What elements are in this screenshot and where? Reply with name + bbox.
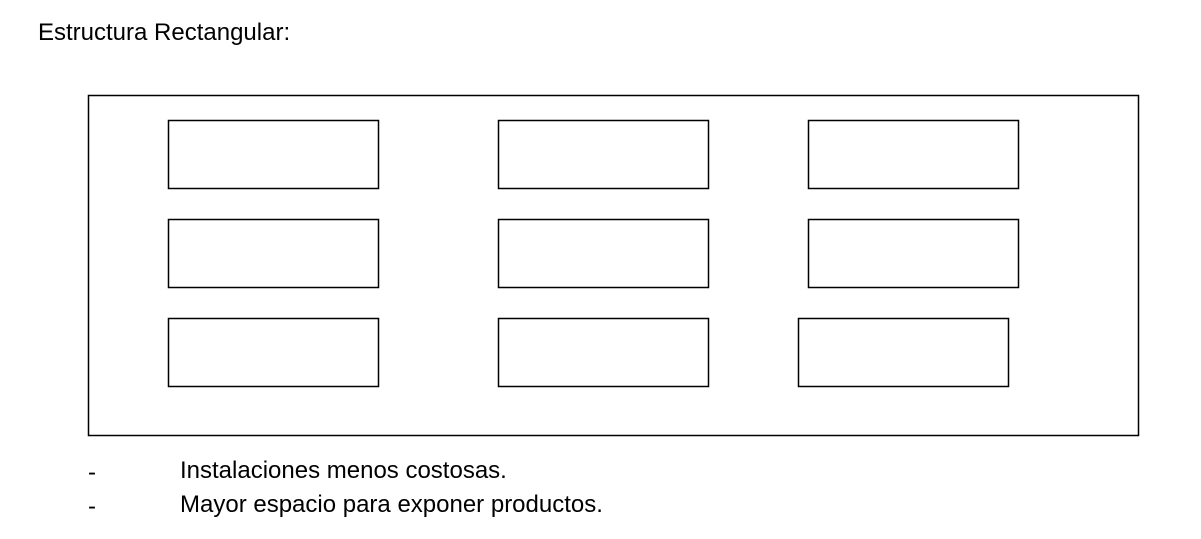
shelf-rectangle: [807, 119, 1020, 190]
bullet-text: Instalaciones menos costosas.: [180, 457, 507, 484]
shelf-rectangle: [797, 317, 1010, 388]
shelf-rectangle: [167, 317, 380, 388]
shelf-rectangle: [497, 218, 710, 289]
bullet-marker: -: [88, 459, 96, 486]
store-outline: [87, 94, 1140, 437]
bullet-text: Mayor espacio para exponer productos.: [180, 491, 603, 518]
shelf-rectangle: [497, 119, 710, 190]
bullet-item: - Mayor espacio para exponer productos.: [0, 490, 900, 520]
shelf-rectangle: [807, 218, 1020, 289]
diagram-title: Estructura Rectangular:: [38, 19, 291, 46]
bullet-marker: -: [88, 493, 96, 520]
shelf-rectangle: [167, 119, 380, 190]
shelf-rectangle: [167, 218, 380, 289]
bullet-item: - Instalaciones menos costosas.: [0, 456, 900, 486]
shelf-rectangle: [497, 317, 710, 388]
